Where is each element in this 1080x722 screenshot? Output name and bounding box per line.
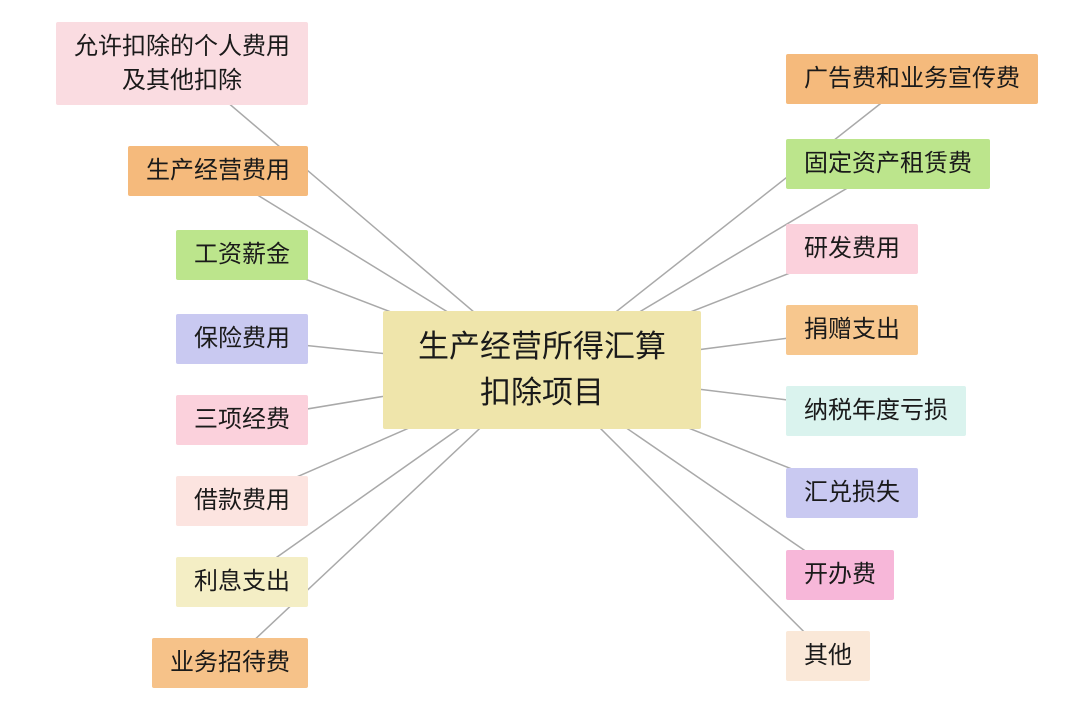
topic-node-right-4[interactable]: 捐赠支出 (786, 305, 918, 355)
topic-node-right-8[interactable]: 其他 (786, 631, 870, 681)
topic-node-left-5[interactable]: 三项经费 (176, 395, 308, 445)
topic-node-left-8[interactable]: 业务招待费 (152, 638, 308, 688)
topic-node-left-3[interactable]: 工资薪金 (176, 230, 308, 280)
topic-node-left-6[interactable]: 借款费用 (176, 476, 308, 526)
topic-node-left-7[interactable]: 利息支出 (176, 557, 308, 607)
topic-node-left-1[interactable]: 允许扣除的个人费用 及其他扣除 (56, 22, 308, 106)
center-topic-node[interactable]: 生产经营所得汇算 扣除项目 (383, 311, 701, 429)
topic-node-right-1[interactable]: 广告费和业务宣传费 (786, 54, 1038, 104)
topic-node-left-4[interactable]: 保险费用 (176, 314, 308, 364)
topic-node-right-6[interactable]: 汇兑损失 (786, 468, 918, 518)
topic-node-right-2[interactable]: 固定资产租赁费 (786, 139, 990, 189)
topic-node-right-3[interactable]: 研发费用 (786, 224, 918, 274)
topic-node-right-5[interactable]: 纳税年度亏损 (786, 386, 966, 436)
topic-node-left-2[interactable]: 生产经营费用 (128, 146, 308, 196)
topic-node-right-7[interactable]: 开办费 (786, 550, 894, 600)
